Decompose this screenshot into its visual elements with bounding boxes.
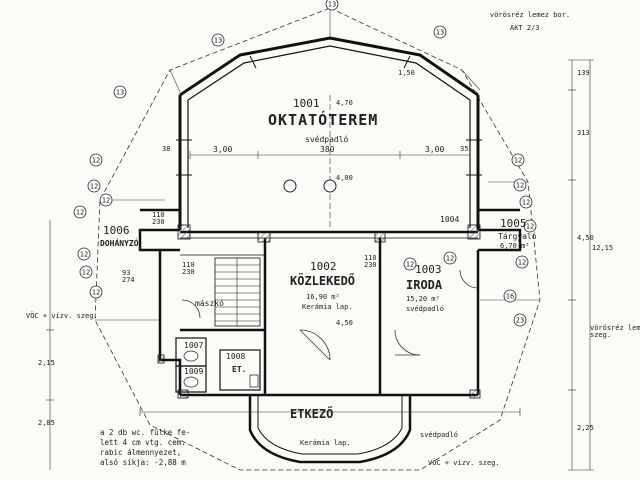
room-1002-name: KÖZLEKEDŐ (290, 274, 356, 288)
dim-38: 38 (162, 145, 171, 153)
dim-110-230-left: 110 230 (152, 211, 165, 226)
callout-number: 23 (516, 317, 524, 325)
callout-circle (515, 255, 529, 269)
callout-number: 12 (406, 261, 414, 269)
room-1001-floor: svédpadló (305, 135, 349, 144)
callout-number: 12 (516, 182, 524, 190)
dim-450: 4,50 (336, 319, 353, 327)
dim-left-285: 2,85 (38, 419, 55, 427)
dim-right-313: 313 (577, 129, 590, 137)
callout-circle (511, 153, 525, 167)
callout-circle (513, 178, 527, 192)
callout-number: 12 (526, 223, 534, 231)
room-1008-number: 1008 (226, 352, 246, 361)
room-1006-number: 1006 (103, 224, 130, 237)
annotation-bottom-right: VÖC + vízv. szeg. (428, 459, 500, 467)
callout-circle (73, 205, 87, 219)
dim-470: 4,70 (336, 99, 353, 107)
room-1005-number: 1005 (500, 217, 527, 230)
callout-number: 12 (82, 269, 90, 277)
callout-number: 13 (116, 89, 124, 97)
annotation-small-right: ÁKT 2/3 (510, 24, 540, 32)
note-line-2: lett 4 cm vtg. cem. (100, 438, 186, 447)
room-1009-number: 1009 (184, 367, 204, 376)
dim-400: 4,00 (336, 174, 353, 182)
room-1003-floor: svédpadló (406, 305, 444, 313)
dim-left-300: 3,00 (213, 145, 233, 154)
stair-label: mászkó (195, 299, 224, 308)
callout-circle (513, 313, 527, 327)
dim-right-450: 4,50 (577, 234, 594, 242)
room-1002-floor: Kerámia lap. (302, 303, 353, 311)
dim-right-300: 3,00 (425, 145, 445, 154)
annotation-roof-left: VÖC + vízv. szeg. (26, 312, 98, 320)
callout-number: 13 (214, 37, 222, 45)
annotation-roof-right: vörösréz lemez bor. szeg. (590, 324, 640, 339)
note-line-1: a 2 db wc. fülke fe- (100, 428, 191, 437)
callout-number: 13 (436, 29, 444, 37)
dim-110-230-right: 110 230 (364, 254, 377, 269)
callout-number: 12 (76, 209, 84, 217)
callout-circle (113, 85, 127, 99)
callout-circle (87, 179, 101, 193)
dim-150: 1,50 (398, 69, 415, 77)
room-1003-name: IRODA (406, 278, 443, 292)
callout-circle (89, 285, 103, 299)
callout-number: 12 (80, 251, 88, 259)
dim-mid-380: 380 (320, 145, 335, 154)
dim-right-139: 139 (577, 69, 590, 77)
callout-circle (325, 0, 339, 11)
room-1003-area: 15,20 m² (406, 295, 440, 303)
callout-circle (79, 265, 93, 279)
note-line-3: rabic álmennyezet, (100, 448, 182, 457)
callout-number: 12 (518, 259, 526, 267)
dim-110-230-stair: 110 230 (182, 261, 195, 276)
annotation-top-right: vörösréz lemez bor. (490, 11, 571, 19)
callout-circle (523, 219, 537, 233)
dim-93-274: 93 274 (122, 269, 135, 284)
callout-circle (77, 247, 91, 261)
callout-circle (443, 251, 457, 265)
callout-number: 12 (446, 255, 454, 263)
callout-number: 12 (92, 289, 100, 297)
annotation-sved: svédpadló (420, 431, 458, 439)
callout-circle (433, 25, 447, 39)
room-1006-name: DOHÁNYZÓ (100, 239, 139, 248)
lobby-floor: Kerámia lap. (300, 439, 351, 447)
callout-circle (89, 153, 103, 167)
callout-circle (403, 257, 417, 271)
room-1001-number: 1001 (293, 97, 320, 110)
callout-number: 16 (506, 293, 514, 301)
callout-number: 12 (102, 197, 110, 205)
dim-right-1215: 12,15 (592, 244, 614, 252)
room-1002-area: 16,90 m² (306, 293, 340, 301)
room-1004-number: 1004 (440, 215, 460, 224)
dim-left-215: 2,15 (38, 359, 55, 367)
room-1002-number: 1002 (310, 260, 337, 273)
callout-circle (519, 195, 533, 209)
dim-right-225: 2,25 (577, 424, 594, 432)
room-1001-name: OKTATÓTEREM (268, 111, 379, 129)
callout-number: 12 (522, 199, 530, 207)
callout-number: 13 (328, 1, 336, 9)
dim-35: 35 (460, 145, 469, 153)
roof-outline (94, 7, 541, 471)
room-1008-name: ET. (232, 365, 247, 374)
construction-note: a 2 db wc. fülke fe- lett 4 cm vtg. cem.… (100, 428, 190, 468)
callout-circle (211, 33, 225, 47)
room-1003-number: 1003 (415, 263, 442, 276)
room-1005-name: Tárgyaló (498, 232, 537, 241)
note-line-4: alsó síkja: -2,88 m (100, 458, 186, 467)
callout-circle (503, 289, 517, 303)
room-1005-area: 6,70 m² (500, 242, 530, 250)
lobby-name: ETKEZŐ (290, 407, 334, 421)
callout-number: 12 (92, 157, 100, 165)
callout-circle (99, 193, 113, 207)
callout-number: 12 (90, 183, 98, 191)
room-1007-number: 1007 (184, 341, 204, 350)
callout-number: 12 (514, 157, 522, 165)
